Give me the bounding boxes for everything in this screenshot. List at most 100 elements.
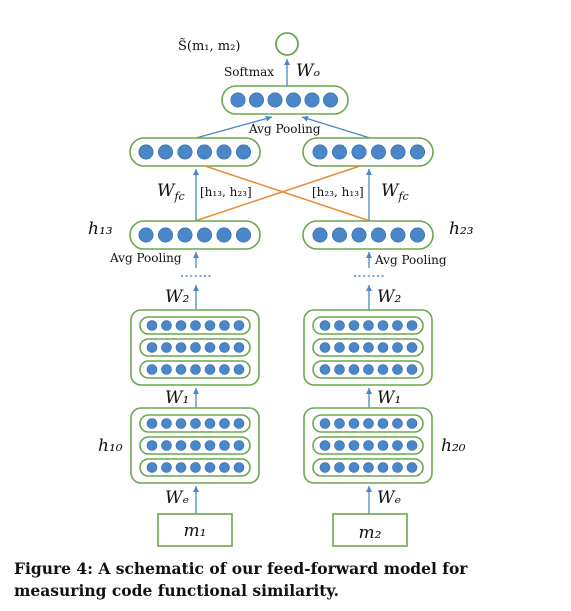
neuron [377,418,389,429]
neuron [312,144,328,160]
fc-layer-left [129,137,261,167]
neuron [267,92,283,108]
neuron [177,227,193,243]
neuron [363,342,374,353]
neuron [348,320,360,331]
w2-left-label: W₂ [165,287,189,307]
neuron [161,440,172,451]
neuron [204,418,216,429]
neuron [377,462,389,473]
w2-right-label: W₂ [377,287,401,307]
neuron [331,227,347,243]
neuron [334,342,345,353]
neuron [249,92,265,108]
softmax-label: Softmax [224,65,274,79]
neuron [334,320,345,331]
neuron [406,364,418,375]
neuron [370,227,386,243]
neuron [236,227,252,243]
neuron [409,227,425,243]
neuron [392,364,403,375]
neuron [161,364,172,375]
neuron [204,462,216,473]
neuron [219,320,230,331]
neuron [319,364,331,375]
neuron [233,342,245,353]
neuron [146,418,158,429]
neuron [175,320,187,331]
neuron [351,227,367,243]
neuron [406,462,418,473]
cross-connection-left-to-right [194,165,361,222]
neuron [390,144,406,160]
neuron [204,364,216,375]
neuron [190,364,201,375]
neuron [334,418,345,429]
avg-pooling-right-label: Avg Pooling [374,253,447,267]
neuron [406,418,418,429]
neuron [197,144,213,160]
avg-pooling-left-label: Avg Pooling [109,251,182,265]
figure-caption: Figure 4: A schematic of our feed-forwar… [14,559,468,600]
neuron [177,144,193,160]
neuron [161,462,172,473]
neuron [377,342,389,353]
neuron [348,440,360,451]
neuron [392,440,403,451]
neuron [392,320,403,331]
neuron [190,440,201,451]
output-score-label: S̃(m₁, m₂) [178,38,240,54]
input-left-label: m₁ [184,521,207,541]
neuron [204,342,216,353]
arrow-right-fc-to-top [301,115,371,139]
w1-left-label: W₁ [165,388,189,408]
neuron [175,440,187,451]
neuron [363,320,374,331]
neuron [392,418,403,429]
neuron [190,418,201,429]
neuron [409,144,425,160]
w-fc-right-label: Wfc [381,181,409,203]
neuron [363,418,374,429]
neuron [233,440,245,451]
neuron [175,418,187,429]
h20-label: h₂₀ [441,436,466,456]
neuron [219,364,230,375]
neuron [204,320,216,331]
input-box-left: m₁ [157,513,233,547]
neuron [138,227,154,243]
neuron [322,92,338,108]
neuron [406,320,418,331]
neuron [370,144,386,160]
neuron [233,462,245,473]
neuron [230,92,246,108]
neuron [146,440,158,451]
neuron [319,320,331,331]
we-left-label: Wₑ [165,488,189,508]
neuron [204,440,216,451]
neuron [158,144,174,160]
h10-label: h₁₀ [98,436,123,456]
neuron [285,92,301,108]
neuron [146,462,158,473]
neuron [334,440,345,451]
neuron [392,462,403,473]
neuron [158,227,174,243]
neuron [406,342,418,353]
neuron [377,320,389,331]
neuron [334,462,345,473]
h13-layer [129,220,261,250]
neuron [146,320,158,331]
w-fc-left-label: Wfc [157,181,185,203]
neuron [233,364,245,375]
h23-label: h₂₃ [449,219,474,239]
avg-pooling-top-label: Avg Pooling [248,122,321,136]
neuron [219,342,230,353]
neuron [197,227,213,243]
neuron [390,227,406,243]
neuron [138,144,154,160]
neuron [161,320,172,331]
concat-left-label: [h₁₃, h₂₃] [200,185,252,199]
we-right-label: Wₑ [377,488,401,508]
neuron [351,144,367,160]
